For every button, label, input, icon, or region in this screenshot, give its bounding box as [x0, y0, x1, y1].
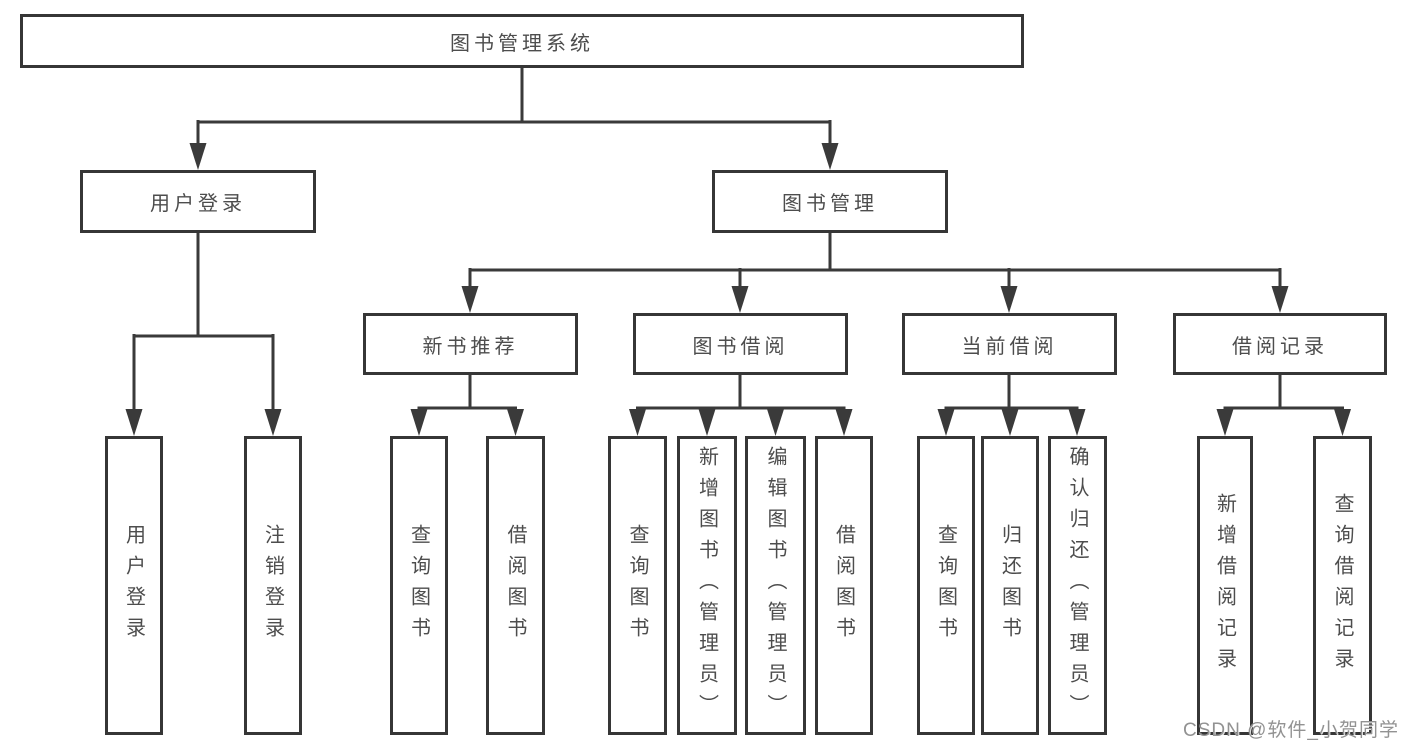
- leaf-label: 归还图书: [998, 523, 1021, 648]
- leaf-label: 用户登录: [122, 523, 145, 648]
- leaf-nb-query-book: 查询图书: [390, 436, 448, 735]
- leaf-bb-query-book: 查询图书: [608, 436, 667, 735]
- leaf-label: 查询图书: [407, 523, 430, 648]
- leaf-bb-edit-book: 编辑图书（管理员）: [745, 436, 806, 735]
- leaf-br-add-record: 新增借阅记录: [1197, 436, 1253, 735]
- leaf-cb-confirm-return: 确认归还（管理员）: [1048, 436, 1107, 735]
- leaf-cb-return-book: 归还图书: [981, 436, 1039, 735]
- leaf-label: 借阅图书: [504, 523, 526, 648]
- node-user-login: 用户登录: [80, 170, 316, 233]
- leaf-label: 借阅图书: [832, 523, 855, 648]
- leaf-label: 新增借阅记录: [1213, 492, 1236, 679]
- node-book-management: 图书管理: [712, 170, 948, 233]
- leaf-br-query-record: 查询借阅记录: [1313, 436, 1372, 735]
- leaf-label: 新增图书（管理员）: [695, 446, 718, 725]
- leaf-bb-add-book: 新增图书（管理员）: [677, 436, 737, 735]
- leaf-label: 查询图书: [626, 523, 648, 648]
- node-root: 图书管理系统: [20, 14, 1024, 68]
- leaf-label: 查询借阅记录: [1331, 492, 1353, 679]
- node-new-book-recommend: 新书推荐: [363, 313, 578, 375]
- csdn-watermark: CSDN @软件_小贺同学: [1183, 720, 1399, 741]
- leaf-bb-borrow-book: 借阅图书: [815, 436, 873, 735]
- node-borrow-record: 借阅记录: [1173, 313, 1387, 375]
- leaf-label: 确认归还（管理员）: [1066, 446, 1088, 725]
- leaf-label: 编辑图书（管理员）: [764, 446, 786, 725]
- leaf-cb-query-book: 查询图书: [917, 436, 975, 735]
- leaf-logout: 注销登录: [244, 436, 302, 735]
- node-book-borrow: 图书借阅: [633, 313, 848, 375]
- leaf-label: 注销登录: [261, 523, 284, 648]
- leaf-user-login: 用户登录: [105, 436, 163, 735]
- arrowheads: [125, 143, 1351, 436]
- leaf-nb-borrow-book: 借阅图书: [486, 436, 545, 735]
- node-current-borrow: 当前借阅: [902, 313, 1117, 375]
- leaf-label: 查询图书: [934, 523, 957, 648]
